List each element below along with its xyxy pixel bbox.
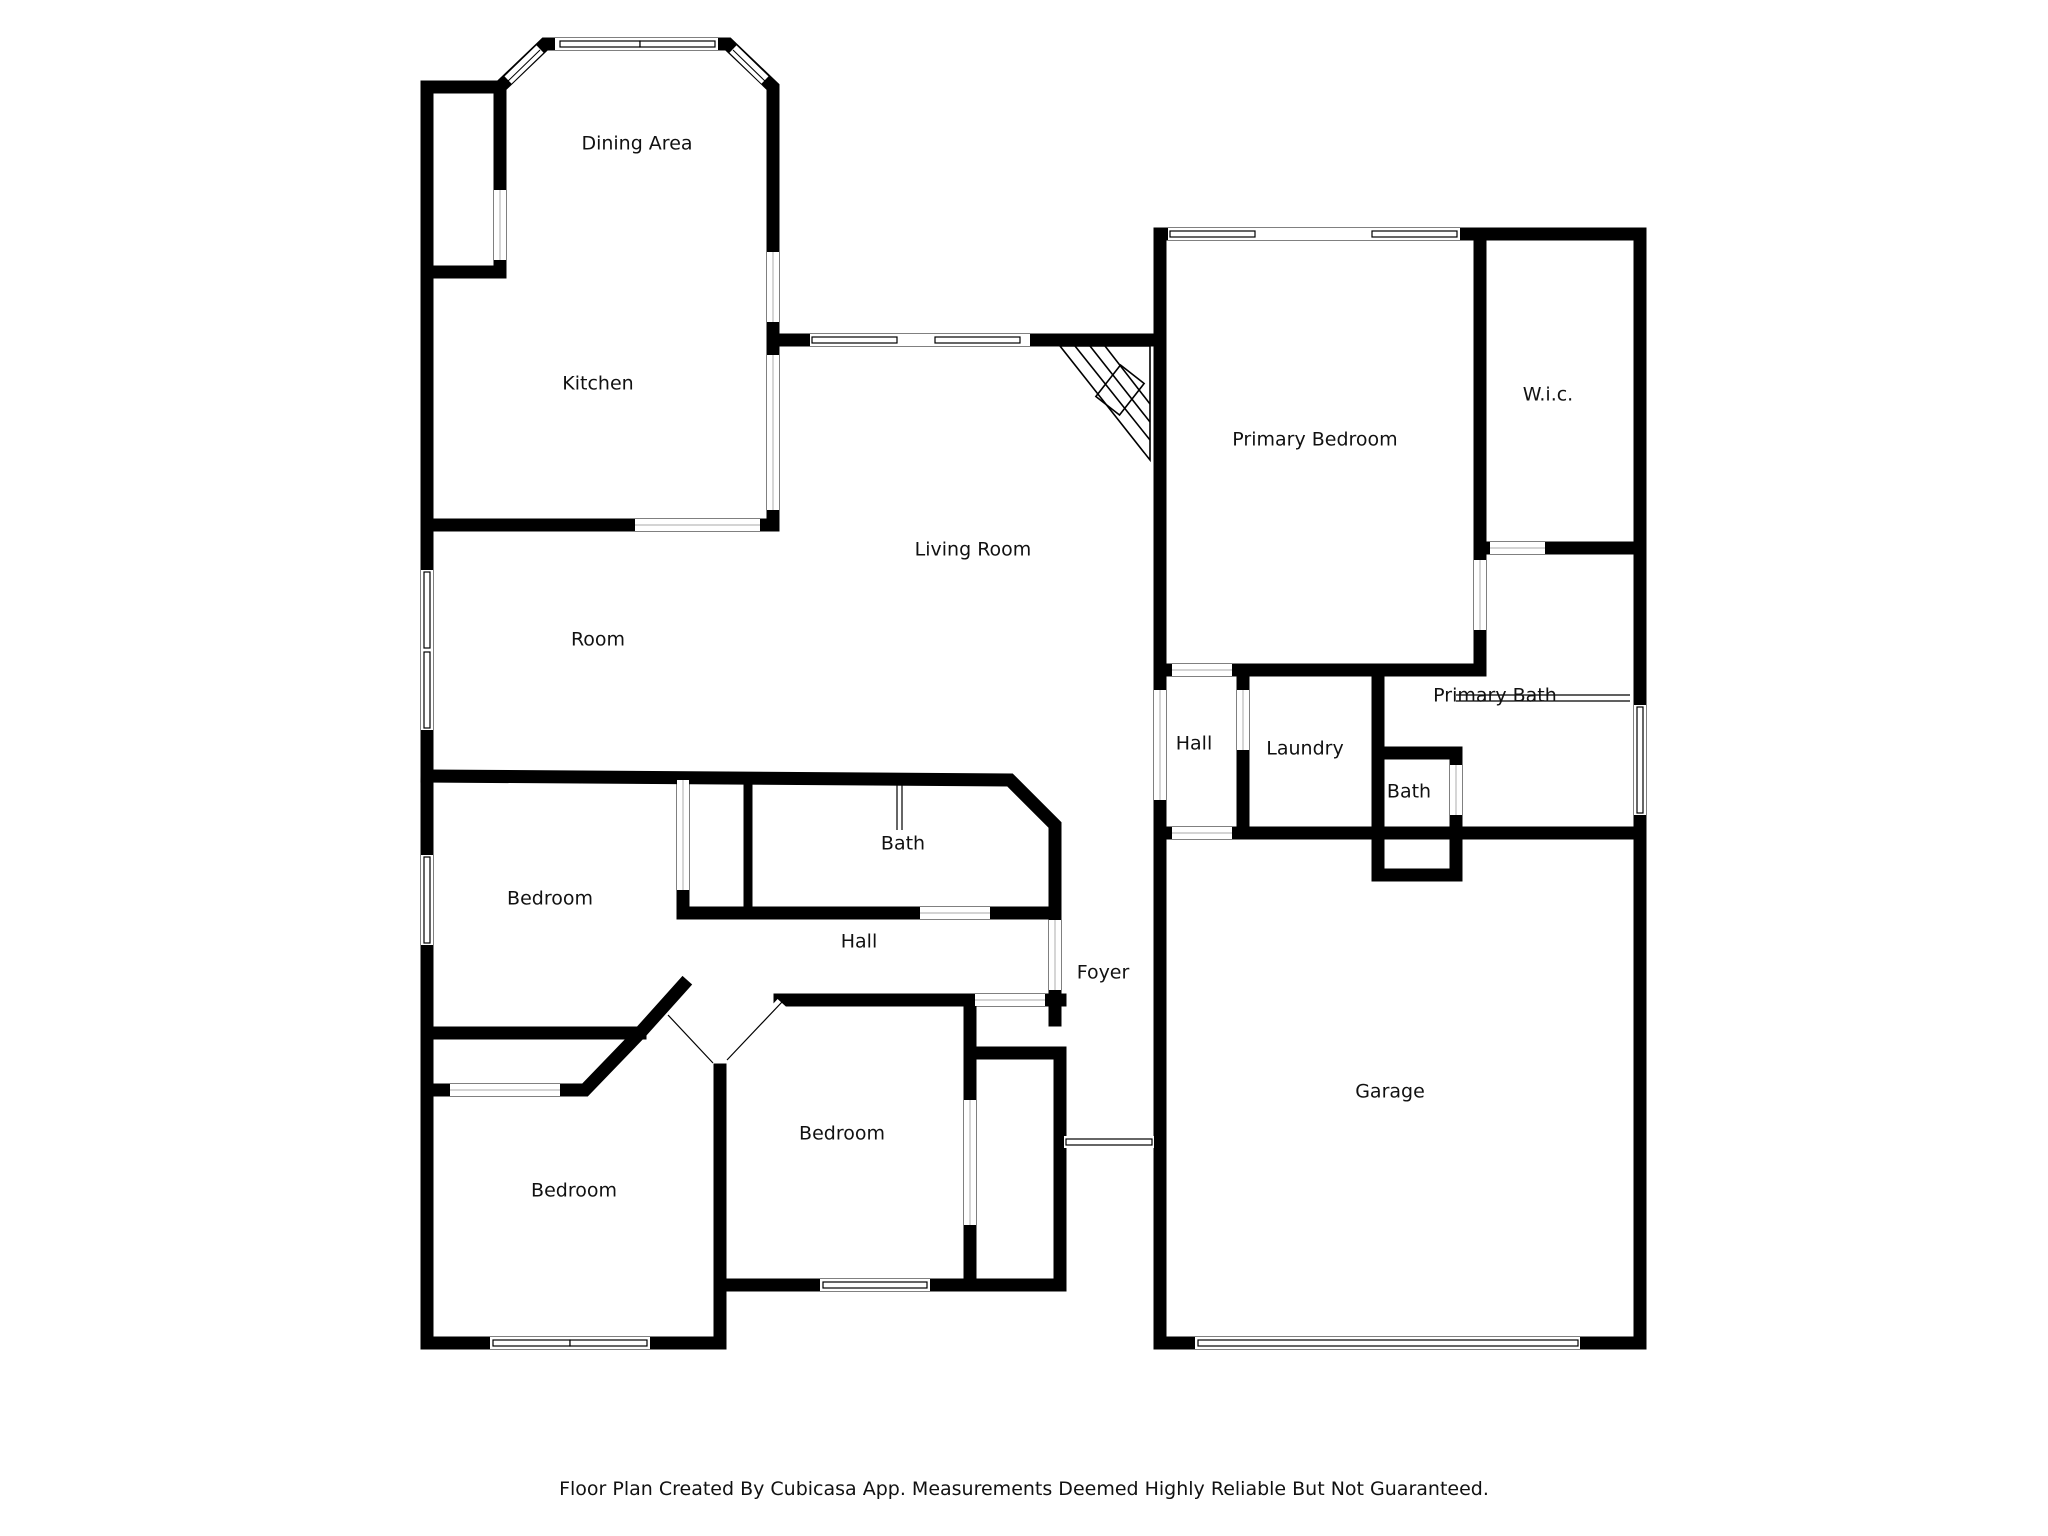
- window: [811, 336, 898, 344]
- wall-bedroom-center: [713, 1048, 1067, 1292]
- label-foyer: Foyer: [1077, 962, 1130, 984]
- window: [639, 40, 716, 48]
- window: [1636, 706, 1644, 814]
- window: [423, 571, 431, 649]
- label-garage: Garage: [1355, 1081, 1425, 1103]
- door-openings: [450, 542, 1630, 1225]
- wall-living-north: [766, 227, 1167, 347]
- wall-kitchen-south: [420, 333, 780, 532]
- window: [569, 1339, 648, 1347]
- wall-bedroom-sw-south: [420, 1278, 727, 1350]
- label-kitchen: Kitchen: [562, 373, 633, 395]
- window: [1371, 230, 1458, 238]
- window: [732, 49, 768, 84]
- label-dining-area: Dining Area: [581, 133, 692, 155]
- window: [423, 651, 431, 729]
- window: [492, 1339, 571, 1347]
- window: [559, 40, 641, 48]
- label-primary-bath: Primary Bath: [1433, 685, 1557, 707]
- label-bedroom-west: Bedroom: [507, 888, 593, 910]
- label-laundry: Laundry: [1266, 738, 1343, 760]
- label-bath-hall: Bath: [881, 833, 925, 855]
- label-room: Room: [571, 629, 625, 651]
- label-bath-small: Bath: [1387, 781, 1431, 803]
- room-labels: Dining Area Kitchen Living Room Room Pri…: [507, 133, 1573, 1202]
- label-hall-east: Hall: [1176, 733, 1213, 755]
- wall-small-bath: [1371, 746, 1463, 882]
- label-living-room: Living Room: [915, 539, 1032, 561]
- garage-door: [1197, 1339, 1579, 1347]
- window: [934, 336, 1021, 344]
- label-bedroom-southwest: Bedroom: [531, 1180, 617, 1202]
- label-bedroom-center: Bedroom: [799, 1123, 885, 1145]
- label-primary-bedroom: Primary Bedroom: [1232, 429, 1397, 451]
- window: [1169, 230, 1256, 238]
- entry-door: [1065, 1138, 1153, 1146]
- wall-dining-bay: [490, 37, 780, 347]
- footer-disclaimer: Floor Plan Created By Cubicasa App. Meas…: [559, 1478, 1489, 1500]
- window: [822, 1281, 928, 1289]
- wall-west-outer: [420, 80, 507, 279]
- windows: [421, 38, 1646, 1349]
- fireplace: [1058, 345, 1151, 463]
- label-hall-center: Hall: [841, 931, 878, 953]
- label-wic: W.i.c.: [1523, 384, 1573, 406]
- window: [505, 49, 541, 84]
- window: [423, 856, 431, 944]
